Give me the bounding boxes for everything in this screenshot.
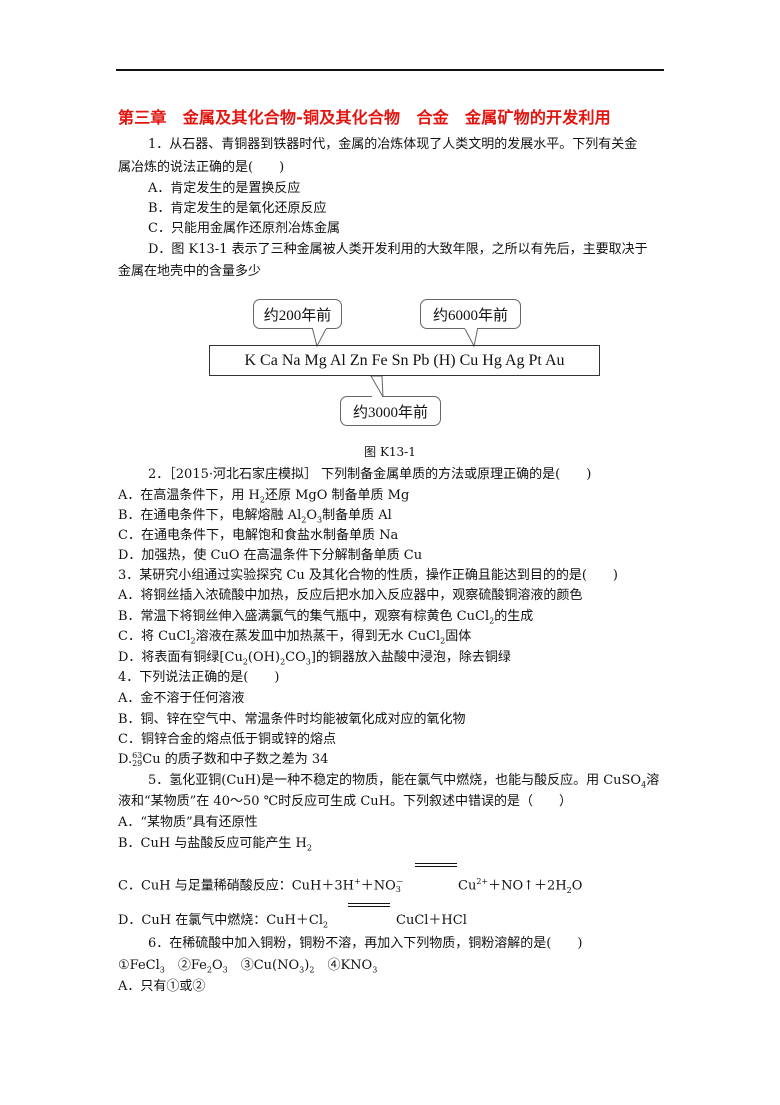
q5-c-equals-sign xyxy=(415,863,457,867)
q5-option-a: A．“某物质”具有还原性 xyxy=(118,815,258,830)
q3-option-d: D．将表面有铜绿[Cu2(OH)2CO3]的铜器放入盐酸中浸泡，除去铜绿 xyxy=(118,650,511,667)
q6-items: ①FeCl3 ②Fe2O3 ③Cu(NO3)2 ④KNO3 xyxy=(118,958,378,975)
q5-stem-line1: 5．氢化亚铜(CuH)是一种不稳定的物质，能在氯气中燃烧，也能与酸反应。用 Cu… xyxy=(148,773,660,790)
callout-fe-mask xyxy=(372,396,382,398)
q2-option-a: A．在高温条件下，用 H2还原 MgO 制备单质 Mg xyxy=(118,488,410,505)
q4-option-a: A．金不溶于任何溶液 xyxy=(118,691,245,706)
q3-option-c: C．将 CuCl2溶液在蒸发皿中加热蒸干，得到无水 CuCl2固体 xyxy=(118,629,472,646)
figure-caption: 图 K13-1 xyxy=(364,445,416,459)
q2-stem: 2．［2015·河北石家庄模拟］ 下列制备金属单质的方法或原理正确的是( ) xyxy=(148,467,592,482)
q5-option-c-rhs: Cu2+＋NO↑＋2H2O xyxy=(458,877,583,895)
q1-stem-line1: 1．从石器、青铜器到铁器时代，金属的冶炼体现了人类文明的发展水平。下列有关金 xyxy=(148,137,638,152)
q1-option-d-line1: D．图 K13-1 表示了三种金属被人类开发利用的大致年限，之所以有先后，主要取… xyxy=(148,242,648,257)
q6-option-a: A．只有①或② xyxy=(118,979,206,994)
q6-stem: 6．在稀硫酸中加入铜粉，铜粉不溶，再加入下列物质，铜粉溶解的是( ) xyxy=(148,936,583,951)
q1-option-d-line2: 金属在地壳中的含量多少 xyxy=(118,264,262,279)
q2-option-b: B．在通电条件下，电解熔融 Al2O3制备单质 Al xyxy=(118,508,392,525)
metal-activity-series: K Ca Na Mg Al Zn Fe Sn Pb (H) Cu Hg Ag P… xyxy=(209,345,600,376)
q2-option-d: D．加强热，使 CuO 在高温条件下分解制备单质 Cu xyxy=(118,548,423,563)
q5-option-d-lhs: D．CuH 在氯气中燃烧：CuH＋Cl2 xyxy=(118,913,329,930)
chapter-title: 第三章 金属及其化合物-铜及其化合物 合金 金属矿物的开发利用 xyxy=(118,108,611,127)
q2-option-c: C．在通电条件下，电解饱和食盐水制备单质 Na xyxy=(118,528,399,543)
callout-fe: 约3000年前 xyxy=(340,396,441,426)
q3-stem: 3．某研究小组通过实验探究 Cu 及其化合物的性质，操作正确且能达到目的的是( … xyxy=(118,568,618,583)
q4-stem: 4．下列说法正确的是( ) xyxy=(118,670,280,685)
q3-option-b: B．常温下将铜丝伸入盛满氯气的集气瓶中，观察有棕黄色 CuCl2的生成 xyxy=(118,609,534,626)
q5-option-b: B．CuH 与盐酸反应可能产生 H2 xyxy=(118,836,312,853)
header-rule xyxy=(116,69,664,71)
q1-option-b: B．肯定发生的是氧化还原反应 xyxy=(148,201,327,216)
q1-option-a: A．肯定发生的是置换反应 xyxy=(148,181,301,196)
q1-option-c: C．只能用金属作还原剂冶炼金属 xyxy=(148,221,340,236)
q3-option-a: A．将铜丝插入浓硫酸中加热，反应后把水加入反应器中，观察硫酸铜溶液的颜色 xyxy=(118,588,583,603)
q4-option-b: B．铜、锌在空气中、常温条件时均能被氧化成对应的氧化物 xyxy=(118,712,466,727)
callout-al: 约200年前 xyxy=(253,299,342,329)
callout-fe-pointer xyxy=(370,375,384,398)
q4-option-c: C．铜锌合金的熔点低于铜或锌的熔点 xyxy=(118,732,336,747)
q5-option-d-rhs: CuCl＋HCl xyxy=(396,913,467,928)
callout-mask xyxy=(313,327,477,329)
q1-stem-line2: 属冶炼的说法正确的是( ) xyxy=(118,160,285,175)
q5-d-equals-sign xyxy=(348,903,390,907)
q5-option-c-lhs: C．CuH 与足量稀硝酸反应：CuH＋3H+＋NO－3 xyxy=(118,876,404,894)
q5-stem-line2: 液和“某物质”在 40～50 ℃时反应可生成 CuH。下列叙述中错误的是（ ） xyxy=(118,794,572,809)
